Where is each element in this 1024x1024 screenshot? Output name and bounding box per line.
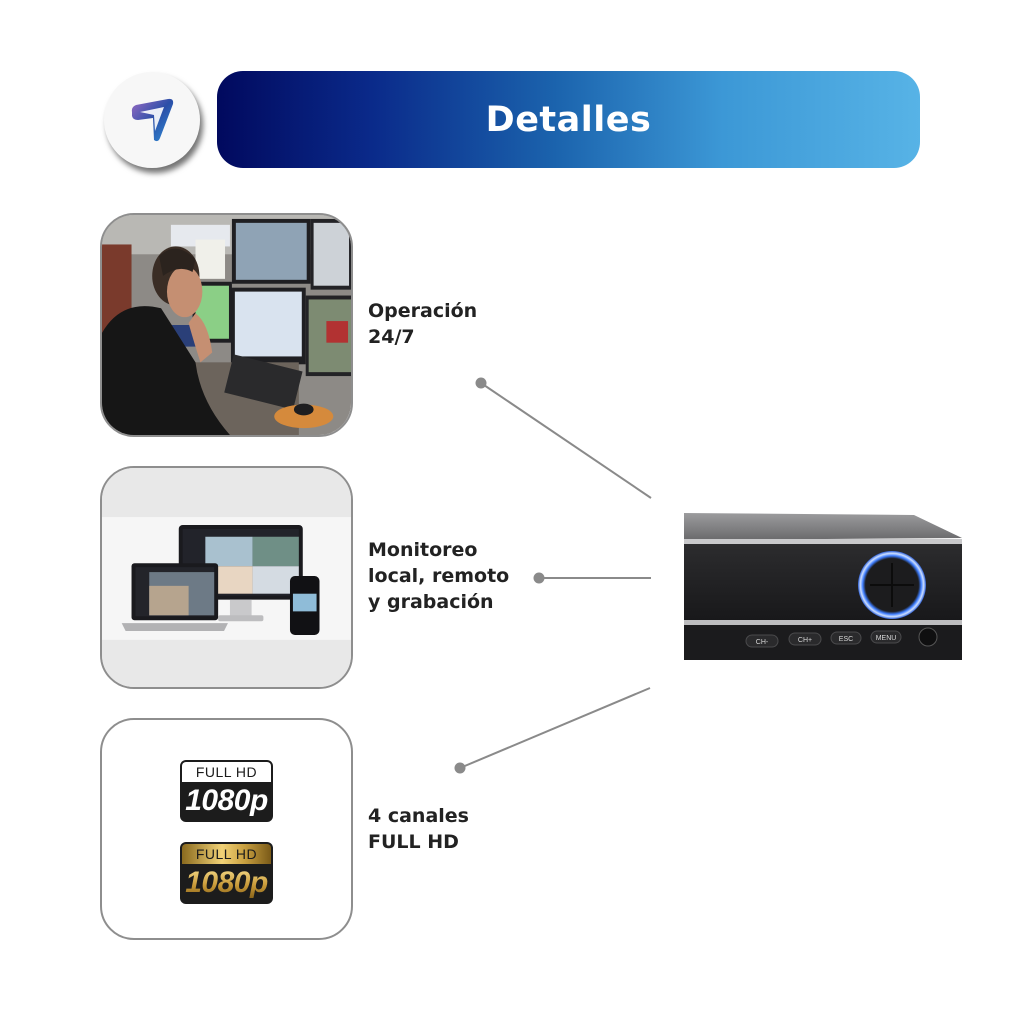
dvr-button-esc: ESC	[830, 631, 862, 645]
connector-dot-monitoring	[533, 572, 545, 584]
brand-logo-badge	[104, 72, 200, 168]
svg-text:MENU: MENU	[876, 635, 897, 642]
full-hd-1080p-badge-gold: FULL HD 1080p	[180, 842, 273, 904]
multi-device-monitoring-photo	[102, 468, 351, 687]
connector-dot-operation	[475, 377, 487, 389]
badge-resolution-text: 1080p	[180, 864, 273, 902]
svg-text:CH+: CH+	[798, 637, 812, 644]
page-title: Detalles	[485, 99, 652, 140]
dvr-recorder-image: CH- CH+ ESC MENU	[684, 513, 962, 660]
dvr-ir-sensor	[918, 627, 938, 647]
header-banner: Detalles	[217, 71, 920, 168]
full-hd-1080p-badge-white: FULL HD 1080p	[180, 760, 273, 822]
feature-label-monitoring: Monitoreo local, remoto y grabación	[368, 539, 510, 613]
svg-text:CH-: CH-	[756, 639, 769, 646]
feature-label-channels: 4 canales FULL HD	[368, 805, 469, 853]
brand-arrow-logo-icon	[131, 98, 174, 142]
svg-text:ESC: ESC	[839, 636, 853, 643]
dvr-button-menu: MENU	[870, 630, 902, 644]
badge-resolution-text: 1080p	[185, 784, 268, 817]
feature-label-operation: Operación 24/7	[368, 300, 478, 348]
operator-monitoring-station-photo	[102, 215, 351, 435]
badge-top-text: FULL HD	[182, 844, 271, 864]
connector-line-operation	[480, 382, 652, 499]
monitoring-photo-card	[100, 466, 353, 689]
operation-photo-card	[100, 213, 353, 437]
dvr-button-ch-minus: CH-	[745, 634, 779, 648]
dvr-button-ch-plus: CH+	[788, 632, 822, 646]
full-hd-card	[100, 718, 353, 940]
connector-line-channels	[459, 687, 651, 769]
connector-dot-channels	[454, 762, 466, 774]
badge-top-text: FULL HD	[182, 762, 271, 782]
